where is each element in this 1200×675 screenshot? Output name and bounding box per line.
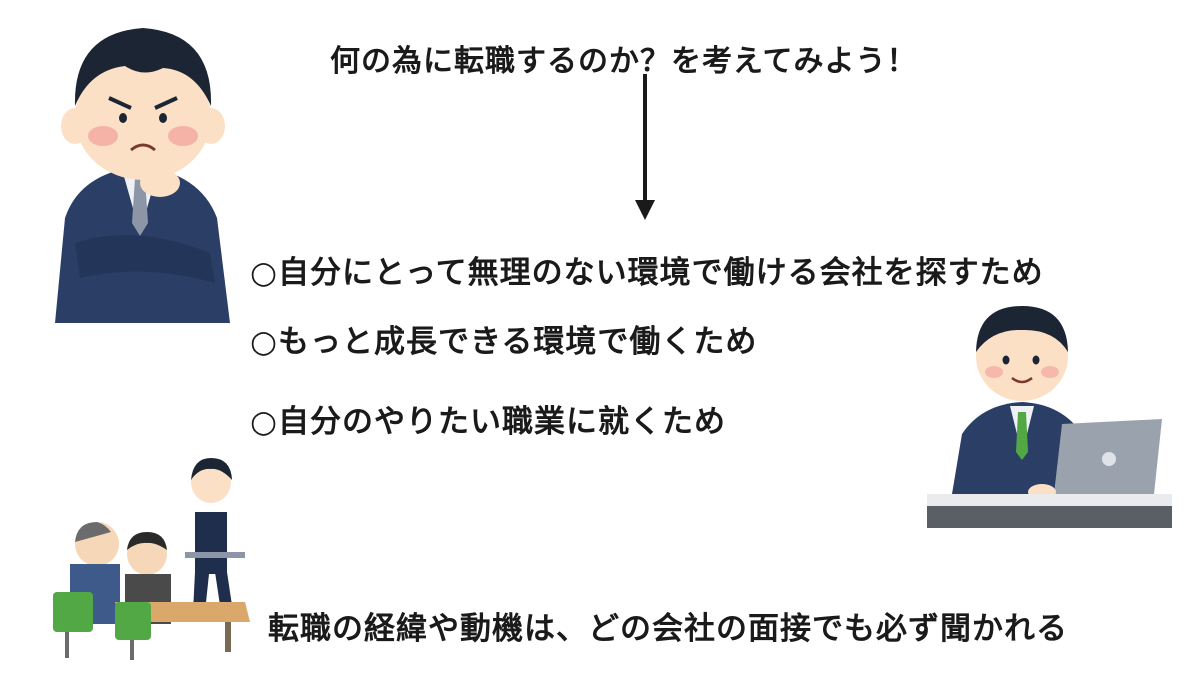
laptop-worker-illustration <box>927 306 1172 528</box>
reason-item-1: ○自分にとって無理のない環境で働ける会社を探すため <box>250 255 1044 291</box>
page-title: 何の為に転職するのか？を考えてみよう！ <box>330 44 918 79</box>
reason-item-2: ○もっと成長できる環境で働くため <box>250 324 758 360</box>
arrow-down-icon <box>635 74 655 220</box>
thinking-man-illustration <box>55 28 230 323</box>
interview-illustration <box>53 458 250 660</box>
reason-item-3: ○自分のやりたい職業に就くため <box>250 404 727 440</box>
interview-note: 転職の経緯や動機は、どの会社の面接でも必ず聞かれる <box>268 611 1068 647</box>
